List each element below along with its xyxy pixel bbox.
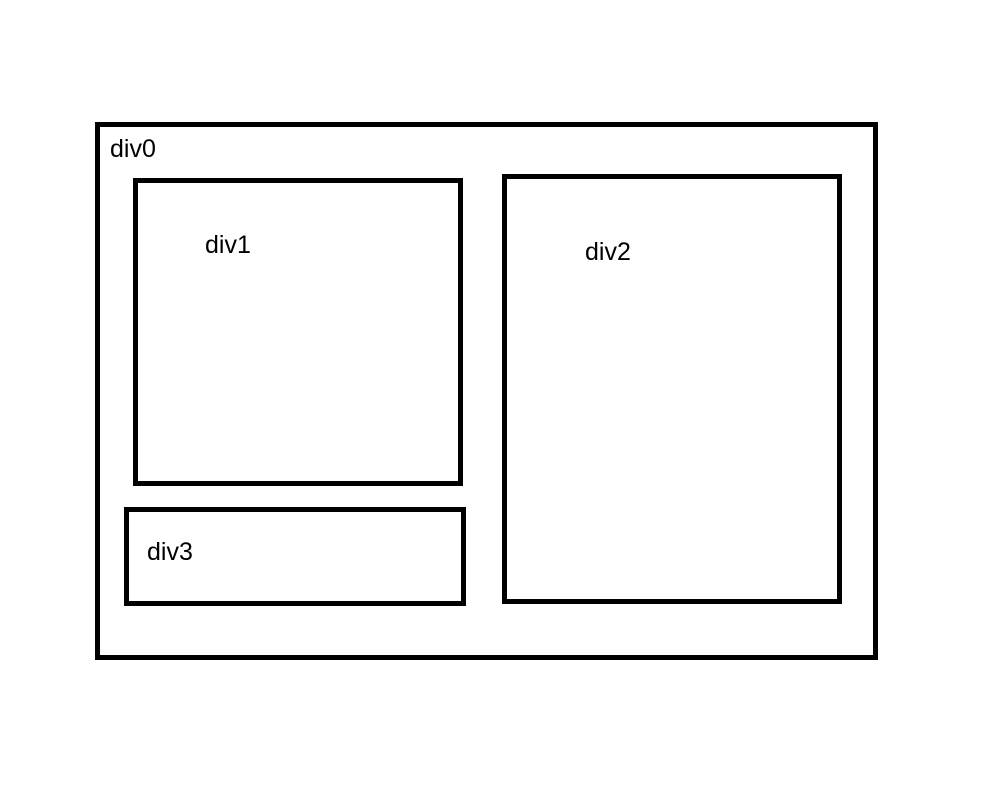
div0-label: div0 xyxy=(110,135,156,163)
div2-label: div2 xyxy=(585,238,631,266)
div0-box: div0 div1 div2 div3 xyxy=(95,122,878,660)
div2-box: div2 xyxy=(502,174,842,604)
div1-label: div1 xyxy=(205,231,251,259)
div3-label: div3 xyxy=(147,538,193,566)
div1-box: div1 xyxy=(133,178,463,486)
div3-box: div3 xyxy=(124,507,466,606)
